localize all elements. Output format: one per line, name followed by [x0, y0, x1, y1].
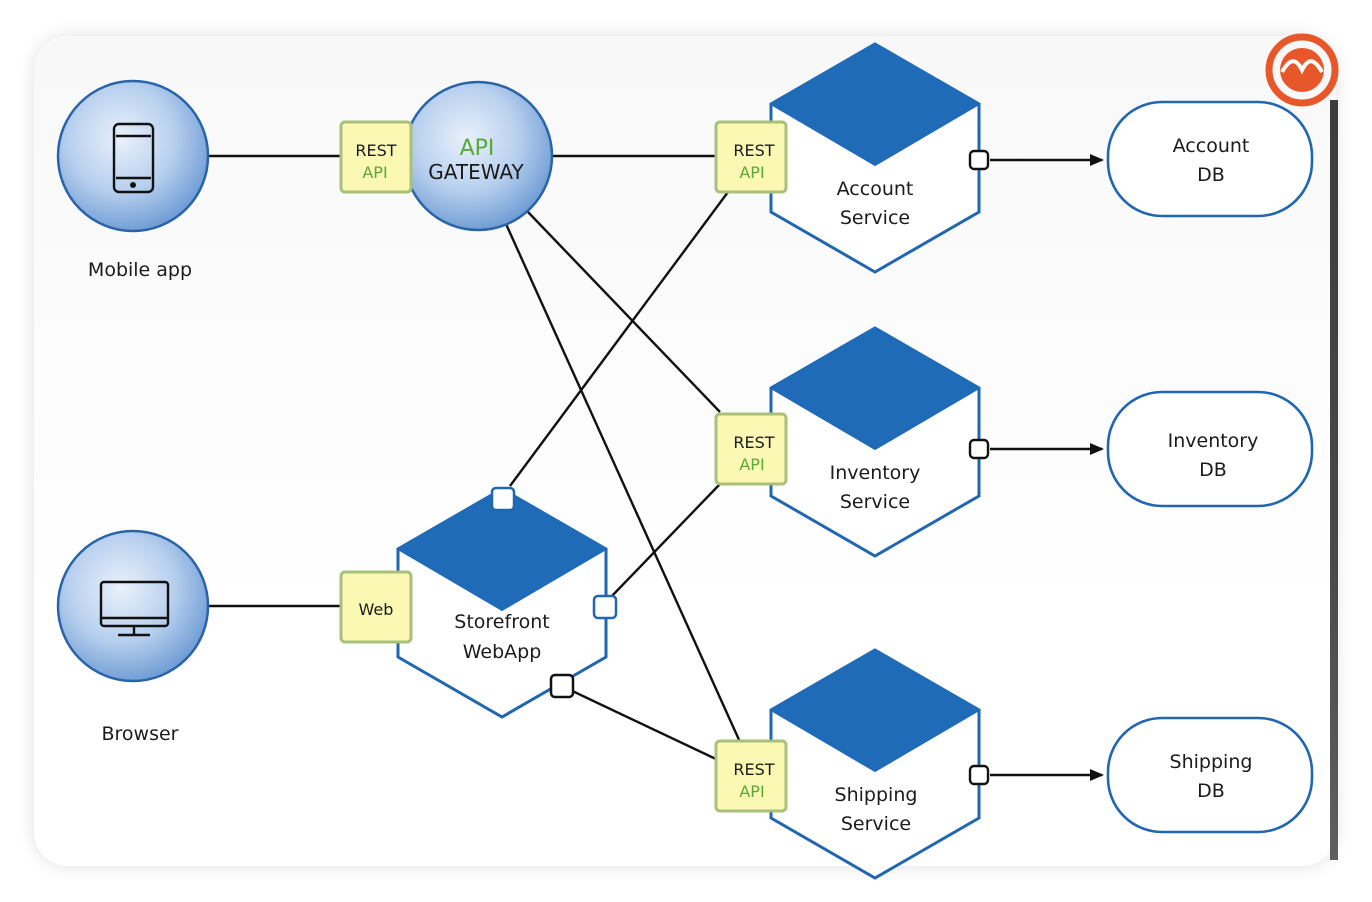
inventory-service-line2: Service — [840, 491, 910, 513]
inventory-rest-port[interactable]: REST API — [714, 412, 788, 486]
shipping-service-line1: Shipping — [835, 784, 918, 806]
inventory-service-node[interactable]: Inventory Service — [769, 326, 981, 558]
web-port-label: Web — [359, 600, 394, 619]
line-storefront-to-shipping — [565, 686, 719, 762]
browser-node[interactable] — [56, 529, 210, 683]
storefront-connectors — [490, 486, 618, 699]
account-db-line2: DB — [1197, 164, 1225, 186]
shipping-rest-label: REST — [733, 760, 774, 779]
monitor-icon — [99, 580, 170, 637]
db-arrows — [990, 154, 1104, 781]
gateway-rest-label: REST — [355, 141, 396, 160]
line-storefront-to-inventory — [609, 483, 721, 599]
inventory-db-line2: DB — [1199, 459, 1227, 481]
account-service-node[interactable]: Account Service — [769, 42, 981, 274]
account-db-line1: Account — [1173, 135, 1250, 157]
gateway-title-text: GATEWAY — [428, 160, 524, 184]
service-outbound-connectors — [968, 149, 990, 786]
line-gateway-to-shipping — [504, 223, 742, 743]
storefront-line1: Storefront — [454, 611, 549, 633]
smartphone-icon — [112, 122, 155, 194]
channel-logo-icon — [1265, 33, 1339, 107]
storefront-right-connector — [592, 594, 618, 620]
shipping-rest-port[interactable]: REST API — [714, 739, 788, 813]
inventory-db-line1: Inventory — [1168, 430, 1259, 452]
storefront-line2: WebApp — [463, 641, 542, 663]
account-api-label: API — [739, 163, 764, 182]
mobile-app-node[interactable] — [56, 79, 210, 233]
inventory-outbound-connector — [968, 438, 990, 460]
shipping-db-node[interactable]: Shipping DB — [1106, 716, 1314, 834]
shipping-api-label: API — [739, 782, 764, 801]
account-rest-label: REST — [733, 141, 774, 160]
gateway-rest-port[interactable]: REST API — [339, 120, 413, 194]
mobile-app-label: Mobile app — [88, 259, 192, 281]
storefront-bottom-connector — [549, 673, 575, 699]
shipping-outbound-connector — [968, 764, 990, 786]
inventory-rest-label: REST — [733, 433, 774, 452]
gateway-api-label: API — [362, 163, 387, 182]
inventory-db-node[interactable]: Inventory DB — [1106, 390, 1314, 508]
shipping-service-line2: Service — [841, 813, 911, 835]
account-service-line1: Account — [837, 178, 914, 200]
video-edge-bar — [1330, 100, 1338, 860]
web-port[interactable]: Web — [339, 570, 413, 644]
inventory-service-line1: Inventory — [830, 462, 921, 484]
account-outbound-connector — [968, 149, 990, 171]
gateway-api-text: API — [460, 136, 495, 161]
storefront-top-connector — [490, 486, 516, 512]
shipping-db-line1: Shipping — [1170, 751, 1253, 773]
line-storefront-to-account — [509, 191, 729, 487]
account-service-line2: Service — [840, 207, 910, 229]
shipping-db-line2: DB — [1197, 780, 1225, 802]
api-gateway-node[interactable]: API GATEWAY — [402, 80, 554, 232]
account-db-node[interactable]: Account DB — [1106, 100, 1314, 218]
account-rest-port[interactable]: REST API — [714, 120, 788, 194]
storefront-webapp-node[interactable]: Storefront WebApp — [396, 487, 608, 719]
browser-label: Browser — [102, 723, 179, 745]
inventory-api-label: API — [739, 455, 764, 474]
line-gateway-to-inventory — [527, 211, 721, 413]
connector-lines — [208, 154, 742, 762]
shipping-service-node[interactable]: Shipping Service — [769, 648, 981, 880]
